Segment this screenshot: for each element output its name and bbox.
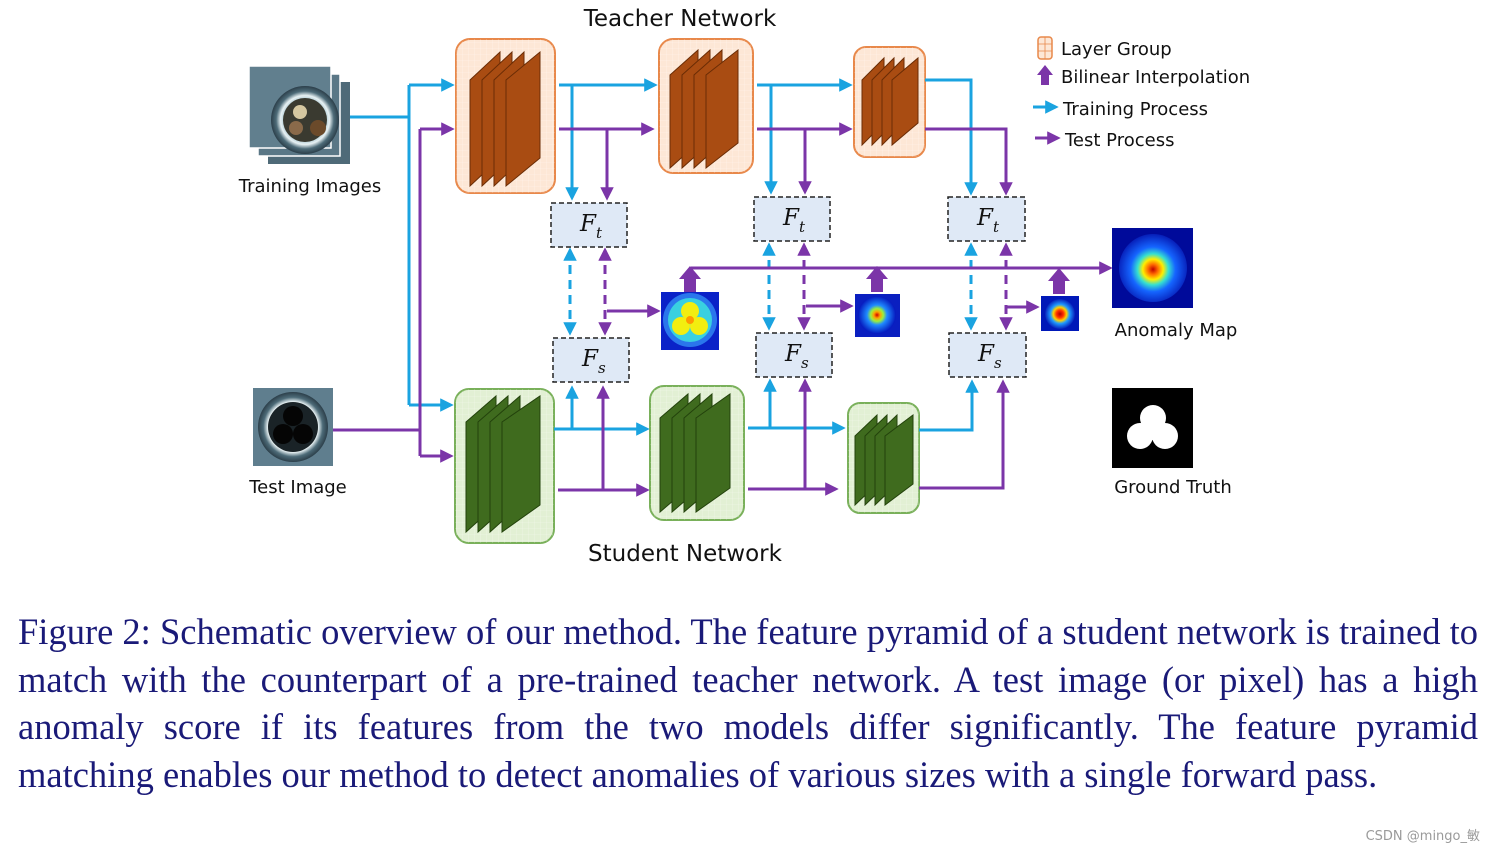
- teacher-layer-group-2: [658, 38, 754, 174]
- feature-box-student-2: Fs: [755, 332, 833, 378]
- heatmap-scale-1: [661, 292, 719, 350]
- feature-box-teacher-2: Ft: [753, 196, 831, 242]
- legend-training: Training Process: [1062, 99, 1208, 120]
- fs-sub: s: [801, 354, 809, 372]
- test-image: [253, 388, 333, 466]
- svg-text:Fs: Fs: [784, 341, 809, 372]
- student-layer-group-3: [847, 402, 920, 514]
- training-flow: [350, 78, 979, 436]
- heatmap-scale-2: [855, 294, 900, 337]
- fs-label: F: [977, 341, 995, 367]
- ft-label: F: [782, 205, 800, 231]
- watermark: CSDN @mingo_敏: [1365, 829, 1480, 844]
- anomaly-map-label: Anomaly Map: [1115, 320, 1238, 341]
- legend-layer-group: Layer Group: [1061, 39, 1172, 60]
- ft-label: F: [976, 205, 994, 231]
- anomaly-map-image: [1112, 228, 1193, 308]
- teacher-title: Teacher Network: [583, 6, 777, 32]
- ft-sub: t: [799, 218, 806, 236]
- legend-bilinear-icon: [1037, 65, 1053, 85]
- student-title: Student Network: [588, 541, 783, 567]
- training-images: [248, 65, 350, 164]
- ft-label: F: [579, 211, 597, 237]
- feature-box-student-3: Fs: [948, 332, 1027, 378]
- method-diagram: Teacher Network Training Images Test Ima…: [238, 6, 1250, 567]
- feature-box-teacher-1: Ft: [550, 202, 628, 248]
- legend-layer-group-icon: [1037, 36, 1053, 60]
- legend-test: Test Process: [1064, 130, 1174, 151]
- test-image-label: Test Image: [248, 477, 347, 498]
- svg-text:Fs: Fs: [977, 341, 1002, 372]
- ft-sub: t: [993, 218, 1000, 236]
- feature-box-student-1: Fs: [552, 337, 630, 383]
- figure-caption: Figure 2: Schematic overview of our meth…: [18, 611, 1478, 795]
- teacher-layer-group-1: [455, 38, 556, 194]
- student-layer-group-1: [454, 388, 555, 544]
- bilinear-arrows: [679, 266, 1070, 294]
- fs-label: F: [784, 341, 802, 367]
- svg-text:Ft: Ft: [782, 205, 806, 236]
- fs-sub: s: [598, 359, 606, 377]
- svg-text:Ft: Ft: [579, 211, 603, 242]
- ground-truth-image: [1112, 388, 1193, 468]
- ground-truth-label: Ground Truth: [1114, 477, 1232, 498]
- legend-bilinear: Bilinear Interpolation: [1061, 67, 1250, 88]
- training-images-label: Training Images: [238, 176, 382, 197]
- svg-text:Fs: Fs: [581, 346, 606, 377]
- legend: Layer Group Bilinear Interpolation Train…: [1033, 36, 1250, 151]
- ft-sub: t: [596, 224, 603, 242]
- test-flow: [333, 122, 1113, 497]
- fs-sub: s: [994, 354, 1002, 372]
- svg-text:Ft: Ft: [976, 205, 1000, 236]
- feature-box-teacher-3: Ft: [947, 196, 1026, 242]
- fs-label: F: [581, 346, 599, 372]
- student-layer-group-2: [649, 385, 745, 521]
- heatmap-scale-3: [1041, 296, 1079, 331]
- teacher-layer-group-3: [853, 46, 926, 158]
